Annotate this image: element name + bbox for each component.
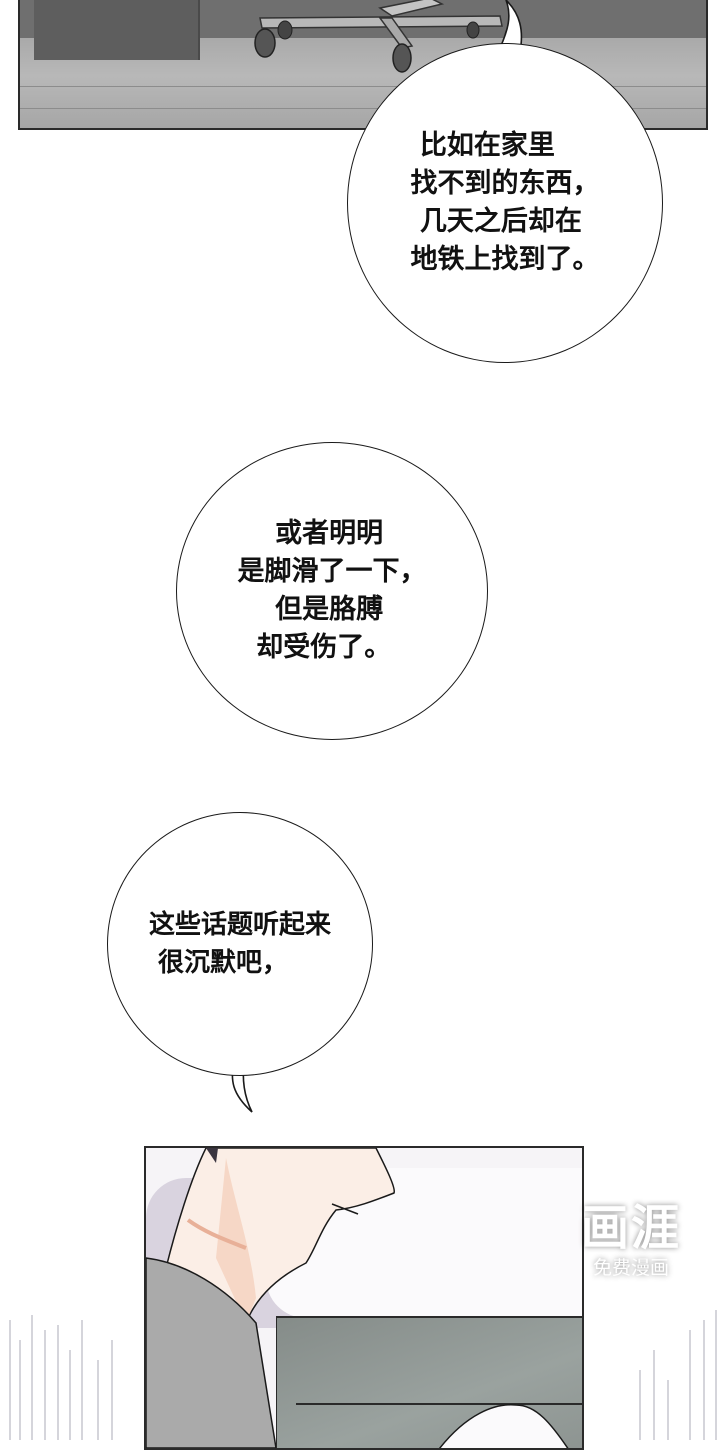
cabinet: [34, 0, 200, 60]
comic-panel-office-floor: [18, 0, 708, 130]
speech-bubble-tail: [498, 0, 523, 53]
watermark: 画涯 免费漫画: [566, 1200, 696, 1300]
box-edge-line: [296, 1403, 582, 1405]
floor-tile-line: [20, 108, 706, 109]
speed-lines-right: [639, 1310, 717, 1440]
floor-tile-line: [20, 86, 706, 87]
speech-bubble: 这些话题听起来 很沉默吧，: [107, 812, 373, 1076]
comic-panel-bed-closeup: [144, 1146, 584, 1450]
character-illustration: [146, 1148, 395, 1448]
speech-bubble-text: 这些话题听起来 很沉默吧，: [148, 910, 331, 978]
speed-lines-left: [9, 1315, 113, 1440]
speech-bubble-text: 或者明明 是脚滑了一下， 但是胳膊 却受伤了。: [237, 518, 427, 663]
watermark-logo: 画涯: [580, 1200, 681, 1256]
speech-bubble: 比如在家里 找不到的东西， 几天之后却在 地铁上找到了。: [347, 43, 663, 363]
watermark-caption: 免费漫画: [592, 1257, 669, 1279]
speech-bubble-text: 比如在家里 找不到的东西， 几天之后却在 地铁上找到了。: [410, 130, 600, 275]
pillow-illustration: [439, 1404, 569, 1448]
speech-bubble: 或者明明 是脚滑了一下， 但是胳膊 却受伤了。: [176, 442, 488, 740]
